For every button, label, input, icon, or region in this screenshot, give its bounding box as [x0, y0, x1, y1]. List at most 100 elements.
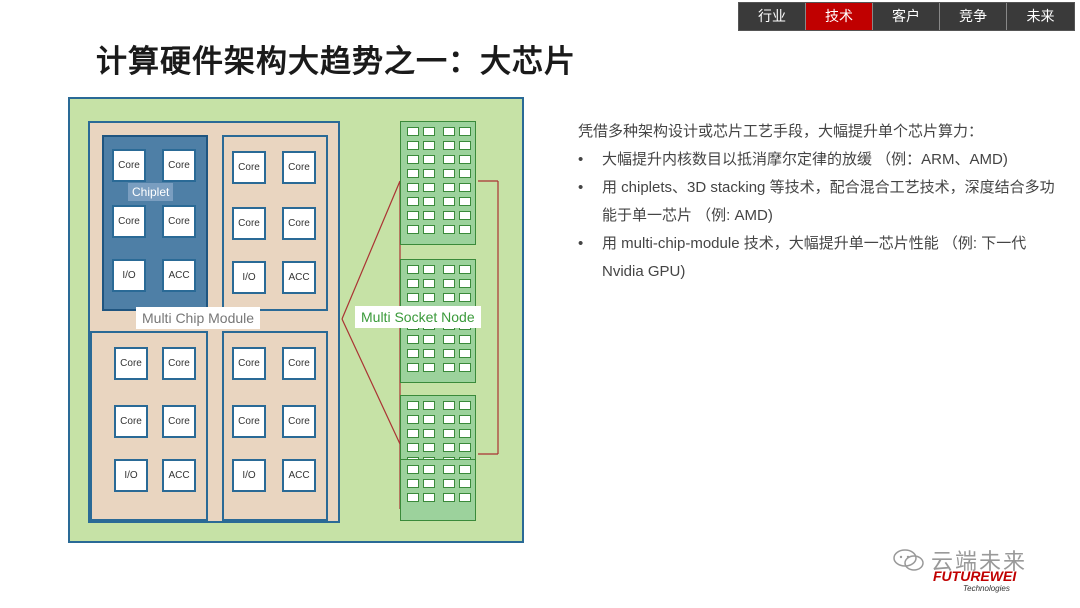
- acc-block: ACC: [162, 459, 196, 492]
- socket-cell: [443, 155, 455, 164]
- socket-cell: [407, 335, 419, 344]
- socket-cell: [407, 225, 419, 234]
- multi-chip-module-label: Multi Chip Module: [136, 307, 261, 329]
- chiplet-top-left: Core Core Core Core I/O ACC Chiplet: [102, 135, 208, 311]
- socket-cell: [459, 349, 471, 358]
- socket-cell: [423, 211, 435, 220]
- io-block: I/O: [112, 259, 146, 292]
- core-block: Core: [282, 347, 316, 380]
- acc-block: ACC: [282, 261, 316, 294]
- acc-block: ACC: [162, 259, 196, 292]
- socket-cell: [443, 127, 455, 136]
- socket-cell: [443, 429, 455, 438]
- acc-block: ACC: [282, 459, 316, 492]
- socket-cell: [423, 363, 435, 372]
- socket-cell: [443, 443, 455, 452]
- core-block: Core: [282, 405, 316, 438]
- multi-socket-node-label: Multi Socket Node: [355, 306, 481, 328]
- socket-cell: [423, 401, 435, 410]
- core-block: Core: [162, 149, 196, 182]
- socket-cell: [443, 493, 455, 502]
- core-block: Core: [282, 151, 316, 184]
- socket-cell: [459, 225, 471, 234]
- branding: 云端未来 FUTUREWEI Technologies: [893, 542, 1073, 602]
- socket-cell: [407, 265, 419, 274]
- socket-cell: [443, 401, 455, 410]
- socket-cell: [459, 465, 471, 474]
- socket-cell: [459, 429, 471, 438]
- socket-cell: [423, 443, 435, 452]
- socket-cell: [423, 265, 435, 274]
- chiplet-bottom-right: Core Core Core Core I/O ACC: [222, 331, 328, 521]
- socket-cell: [423, 479, 435, 488]
- core-block: Core: [112, 205, 146, 238]
- socket-cell: [459, 197, 471, 206]
- socket-cell: [443, 293, 455, 302]
- architecture-diagram: Core Core Core Core I/O ACC Chiplet Core…: [68, 97, 524, 543]
- socket-cell: [423, 415, 435, 424]
- socket-cell: [459, 279, 471, 288]
- core-block: Core: [162, 347, 196, 380]
- top-nav: 行业 技术 客户 竞争 未来: [738, 2, 1075, 31]
- core-block: Core: [232, 151, 266, 184]
- socket-cell: [407, 169, 419, 178]
- core-block: Core: [162, 205, 196, 238]
- nav-tab-technology[interactable]: 技术: [806, 3, 873, 30]
- socket-cell: [407, 183, 419, 192]
- io-block: I/O: [232, 459, 266, 492]
- watermark-text: 云端未来: [931, 549, 1028, 574]
- socket-cell: [423, 169, 435, 178]
- core-block: Core: [282, 207, 316, 240]
- socket-cell: [423, 493, 435, 502]
- socket-cell: [407, 293, 419, 302]
- socket-cell: [443, 479, 455, 488]
- chiplet-label: Chiplet: [128, 183, 174, 201]
- socket-cell: [459, 265, 471, 274]
- socket-cell: [459, 401, 471, 410]
- socket-cell: [407, 415, 419, 424]
- socket-cell: [459, 493, 471, 502]
- core-block: Core: [232, 405, 266, 438]
- socket-cell: [423, 335, 435, 344]
- socket-cell: [443, 211, 455, 220]
- socket-cell: [423, 197, 435, 206]
- socket-cell: [407, 279, 419, 288]
- socket-cell: [443, 415, 455, 424]
- socket-cell: [423, 155, 435, 164]
- socket-cell: [407, 479, 419, 488]
- socket-cell: [443, 183, 455, 192]
- slide-title: 计算硬件架构大趋势之一：大芯片: [96, 44, 576, 79]
- company-subtitle: Technologies: [963, 584, 1010, 593]
- socket-cell: [459, 443, 471, 452]
- core-block: Core: [162, 405, 196, 438]
- socket-cell: [423, 183, 435, 192]
- nav-tab-customer[interactable]: 客户: [873, 3, 940, 30]
- socket-cell: [407, 127, 419, 136]
- socket-cell: [407, 443, 419, 452]
- socket-cell: [459, 141, 471, 150]
- socket-cell: [443, 465, 455, 474]
- socket-cell: [459, 415, 471, 424]
- socket-cell: [443, 225, 455, 234]
- nav-tab-competition[interactable]: 竞争: [940, 3, 1007, 30]
- socket-cell: [423, 349, 435, 358]
- socket-cell: [459, 335, 471, 344]
- socket-cell: [407, 429, 419, 438]
- socket-cell: [459, 127, 471, 136]
- socket-cell: [423, 429, 435, 438]
- socket-cell: [407, 141, 419, 150]
- socket-cell: [443, 141, 455, 150]
- socket-cell: [443, 363, 455, 372]
- nav-tab-industry[interactable]: 行业: [739, 3, 806, 30]
- socket-4: [400, 459, 476, 521]
- intro-text: 凭借多种架构设计或芯片工艺手段，大幅提升单个芯片算力：: [578, 123, 984, 140]
- socket-cell: [407, 465, 419, 474]
- socket-cell: [407, 349, 419, 358]
- socket-cell: [423, 279, 435, 288]
- company-logo: FUTUREWEI: [933, 568, 1017, 584]
- core-block: Core: [114, 347, 148, 380]
- nav-tab-future[interactable]: 未来: [1007, 3, 1074, 30]
- io-block: I/O: [114, 459, 148, 492]
- socket-cell: [423, 141, 435, 150]
- socket-cell: [443, 335, 455, 344]
